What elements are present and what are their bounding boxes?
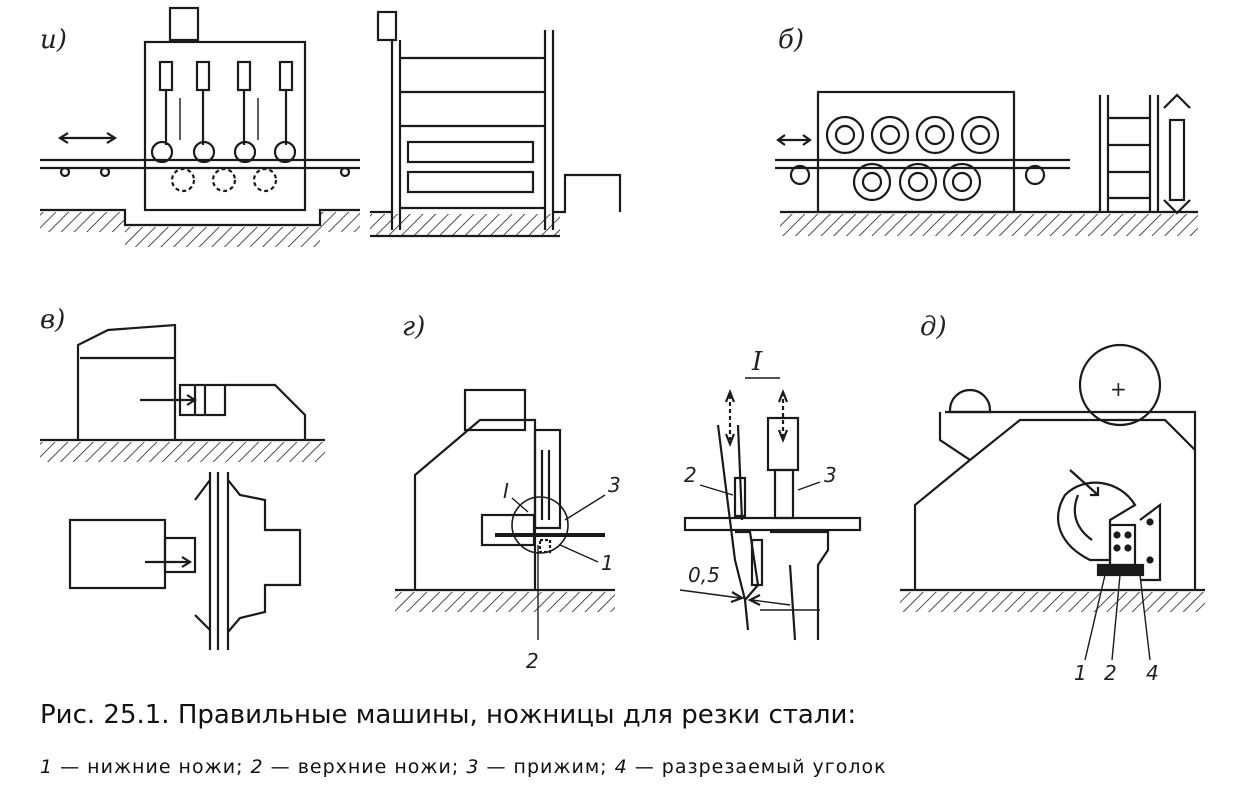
drawing-labels: и) б) в) г) д) I I 3 1 2 2 3 0,5 + 1 2 4 [40,25,1159,685]
legend-item-3: 3 — прижим; [466,756,615,778]
panel-b-roller-machine [775,90,1198,236]
legend-item-1: 1 — нижние ножи; [40,756,251,778]
panel-d-angle-shears [900,343,1205,661]
d-num-4: 4 [1146,661,1159,685]
panel-label-v: в) [40,305,65,335]
g-num-3: 3 [608,473,621,497]
legend-item-2: 2 — верхние ножи; [250,756,467,778]
panel-label-a: и) [40,25,67,55]
figure-caption-legend: 1 — нижние ножи; 2 — верхние ножи; 3 — п… [40,756,887,778]
g-num-2: 2 [526,649,539,673]
detail-num-2: 2 [684,463,697,487]
detail-i [679,377,862,641]
detail-label-i: I [751,347,763,377]
panel-v-shears [40,323,325,650]
d-num-1: 1 [1074,661,1087,685]
legend-item-4: 4 — разрезаемый уголок [614,756,887,778]
panel-label-b: б) [778,25,804,55]
technical-drawing: и) б) в) г) д) I I 3 1 2 2 3 0,5 + 1 2 4 [40,6,1205,685]
d-num-2: 2 [1104,661,1117,685]
g-num-1: 1 [601,551,614,575]
g-detail-marker: I [503,479,509,503]
detail-num-3: 3 [824,463,837,487]
panel-g-guillotine [395,388,615,640]
panel-label-g: г) [402,312,425,342]
panel-a-side-view [40,6,360,247]
panel-label-d: д) [920,312,947,342]
panel-a-front-view [370,10,622,238]
detail-dim: 0,5 [688,563,720,587]
figure-caption-title: Рис. 25.1. Правильные машины, ножницы дл… [40,700,857,730]
flywheel-plus: + [1110,377,1127,401]
